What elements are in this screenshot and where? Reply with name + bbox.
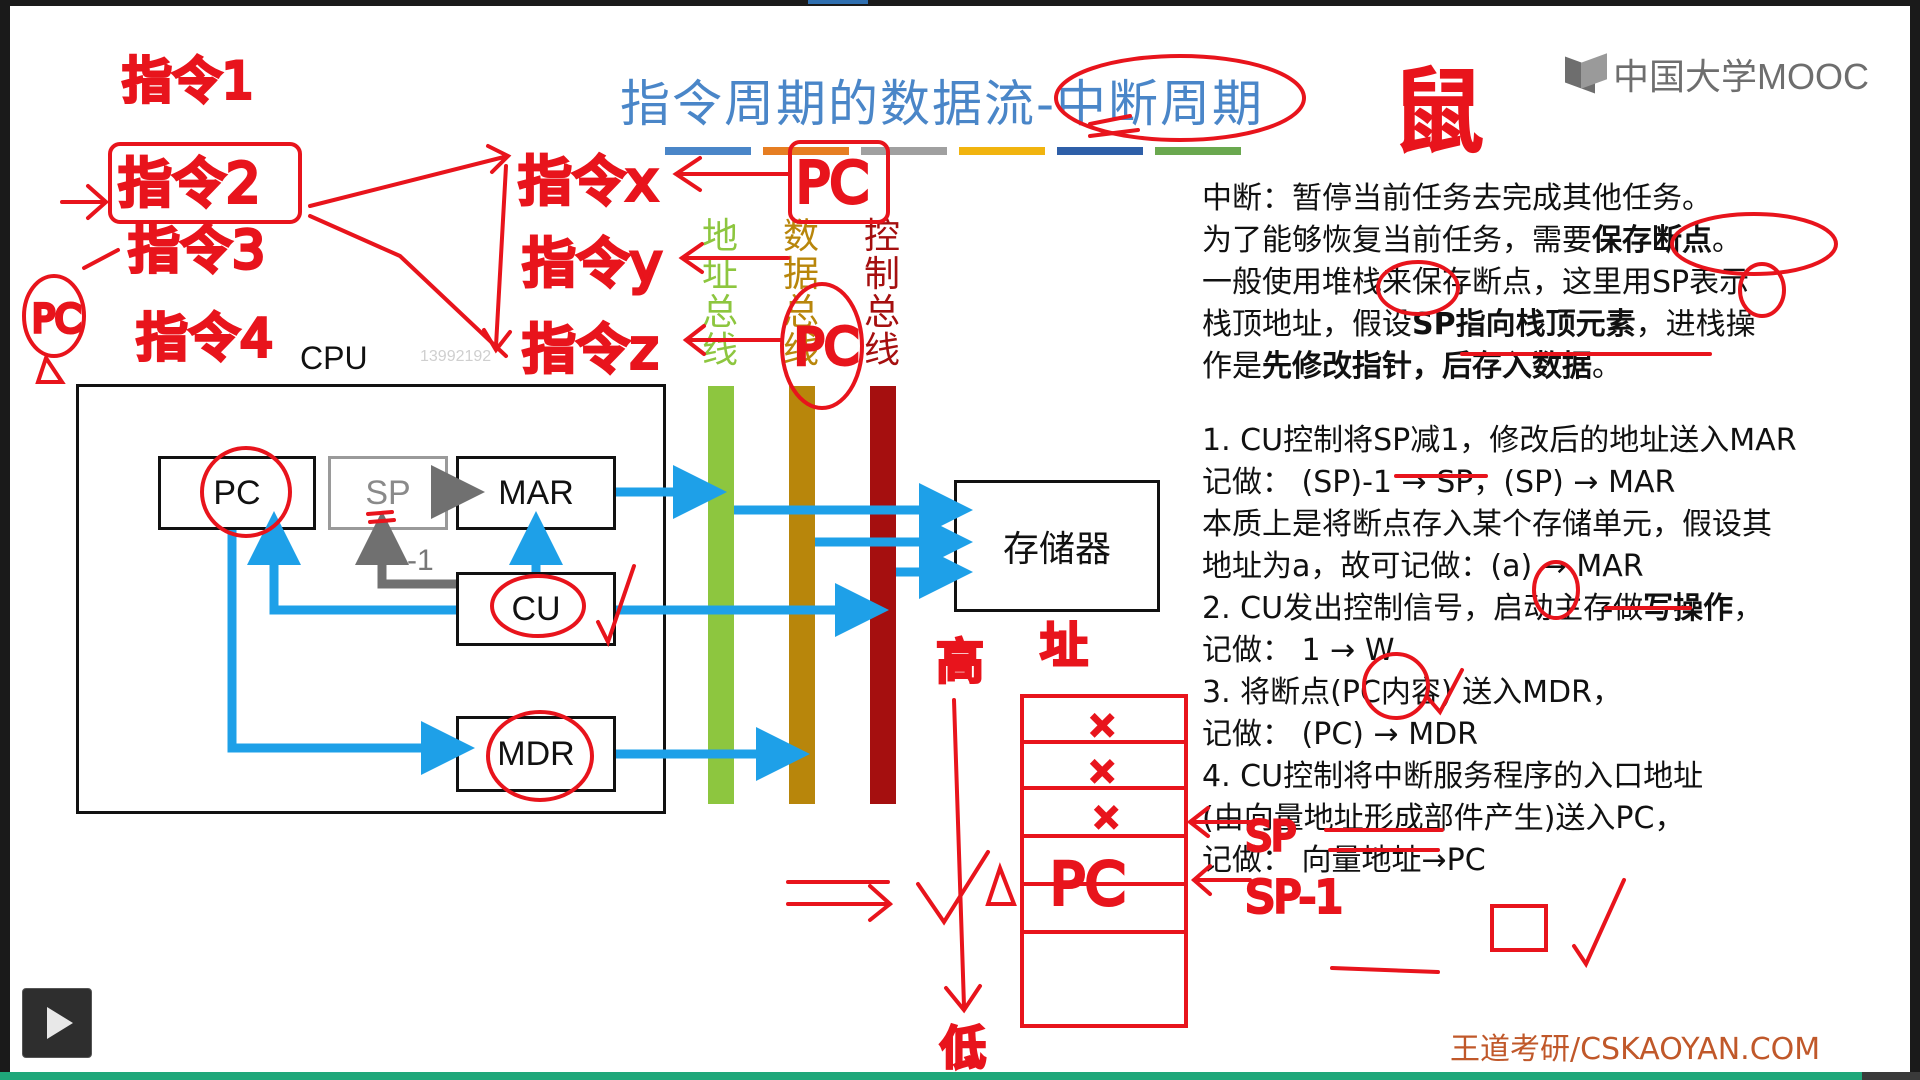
mooc-logo-text: 中国大学MOOC (1613, 56, 1869, 97)
title-color-bar (665, 147, 1241, 155)
ink-instr-x: 指令x (518, 150, 658, 213)
ink-x-1: × (1088, 705, 1117, 745)
sp-register: SP (328, 456, 448, 530)
note-line: 为了能够恢复当前任务，需要保存断点。 (1202, 223, 1742, 258)
ink-pc-left: PC (32, 297, 81, 341)
ink-x-3: × (1092, 797, 1121, 837)
step-1-a: 本质上是将断点存入某个存储单元，假设其 (1202, 507, 1772, 542)
cpu-box (76, 384, 666, 814)
step-1-note: 记做： (SP)-1 → SP，(SP) → MAR (1202, 465, 1676, 500)
ink-instr-3: 指令3 (128, 221, 265, 281)
video-progress-fill (0, 1072, 1863, 1080)
ink-pc-stack: PC (1050, 850, 1125, 918)
lecture-slide: 指令周期的数据流-中断周期 中国大学MOOC CPU 13992192 PC S… (10, 6, 1910, 1072)
slide-title: 指令周期的数据流-中断周期 (620, 75, 1265, 133)
note-line: 栈顶地址，假设SP指向栈顶元素，进栈操 (1202, 307, 1756, 342)
ink-instr-1: 指令1 (122, 52, 254, 110)
ink-instr-y: 指令y (522, 232, 662, 295)
note-line: 作是先修改指针，后存入数据。 (1202, 349, 1622, 384)
step-2-note: 记做： 1 → W (1202, 633, 1395, 668)
notes-panel: 中断：暂停当前任务去完成其他任务。 为了能够恢复当前任务，需要保存断点。 一般使… (1202, 178, 1902, 882)
data-bus-label: 数据总线 (782, 216, 819, 371)
step-1-b: 地址为a，故可记做：(a) → MAR (1202, 549, 1644, 584)
cpu-label: CPU (300, 340, 368, 376)
ink-addr: 址 (1040, 618, 1088, 674)
pc-register: PC (158, 456, 316, 530)
ink-instr-4: 指令4 (136, 309, 273, 369)
title-color-segment (861, 147, 947, 155)
memory-box: 存储器 (954, 480, 1160, 612)
control-bus (870, 386, 896, 804)
step-1: 1. CU控制将SP减1，修改后的地址送入MAR (1202, 423, 1797, 458)
title-color-segment (959, 147, 1045, 155)
ink-high: 高 (936, 634, 984, 690)
mooc-logo: 中国大学MOOC (1565, 48, 1869, 100)
title-color-segment (1155, 147, 1241, 155)
mooc-logo-icon (1565, 56, 1609, 92)
play-button[interactable] (22, 988, 92, 1058)
ink-instr-2-box (108, 142, 302, 224)
minus-one-label: -1 (407, 544, 434, 577)
data-bus (789, 386, 815, 804)
mdr-register: MDR (456, 716, 616, 792)
step-3-note: 记做： (PC) → MDR (1202, 717, 1479, 752)
footer-credit: 王道考研/CSKAOYAN.COM (1450, 1032, 1821, 1067)
control-bus-label: 控制总线 (863, 216, 900, 371)
title-color-segment (1057, 147, 1143, 155)
ink-mouse: 鼠 (1392, 59, 1484, 166)
note-line: 中断：暂停当前任务去完成其他任务。 (1202, 181, 1712, 216)
watermark: 13992192 (420, 348, 492, 365)
step-3: 3. 将断点(PC内容) 送入MDR， (1202, 675, 1622, 710)
step-4-a: 4. CU控制将中断服务程序的入口地址 (1202, 759, 1704, 794)
note-line: 一般使用堆栈来保存断点，这里用SP表示 (1202, 265, 1750, 300)
ink-low: 低 (940, 1021, 986, 1072)
step-2: 2. CU发出控制信号，启动主存做写操作， (1202, 591, 1764, 626)
ink-x-2: × (1088, 751, 1117, 791)
cu-unit: CU (456, 572, 616, 646)
step-4-b: (由向量地址形成部件产生)送入PC， (1202, 801, 1685, 836)
address-bus (708, 386, 734, 804)
title-color-segment (665, 147, 751, 155)
step-4-note: 记做： 向量地址→PC (1202, 843, 1486, 878)
ink-pc-top: PC (796, 151, 869, 216)
title-color-segment (763, 147, 849, 155)
address-bus-label: 地址总线 (701, 216, 738, 371)
ink-instr-z: 指令z (522, 318, 658, 381)
video-progress-bar[interactable] (0, 1072, 1920, 1080)
ink-instr-2: 指令2 (118, 152, 260, 215)
top-marker (808, 0, 868, 4)
mar-register: MAR (456, 456, 616, 530)
